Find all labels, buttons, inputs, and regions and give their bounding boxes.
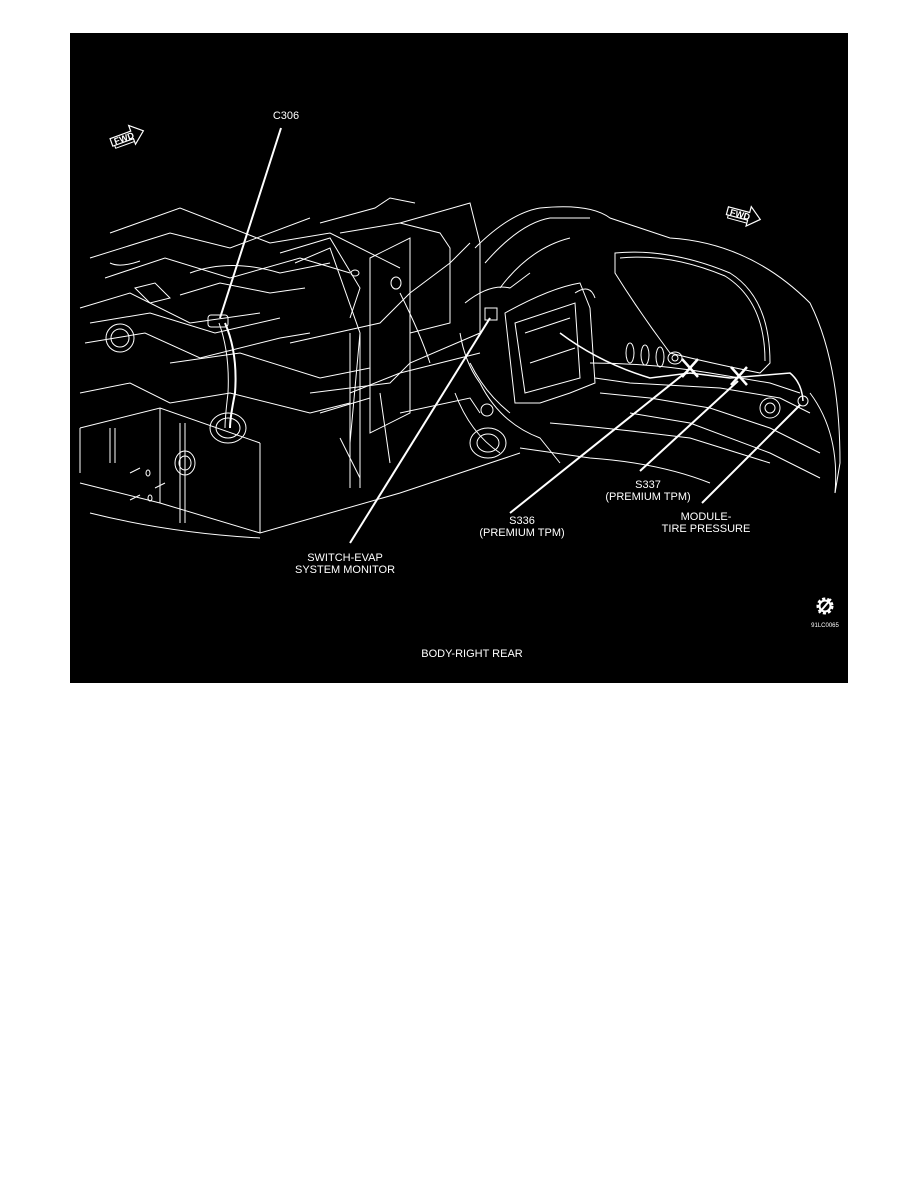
splice-markers xyxy=(681,358,748,386)
fwd-arrow-right: FWD xyxy=(725,205,762,228)
callout-s336: S336 (PREMIUM TPM) xyxy=(479,515,564,539)
left-body-structure xyxy=(79,197,521,539)
callout-s337: S337 (PREMIUM TPM) xyxy=(605,479,690,503)
figure-code: 91LC0065 xyxy=(811,623,839,629)
callout-switch-evap-line1: SWITCH-EVAP xyxy=(307,552,383,564)
diagram-panel: FWD FWD C306 SWITCH-EVAP SYSTEM MONITOR … xyxy=(70,33,848,683)
vehicle-body-drawing: FWD FWD xyxy=(79,124,841,615)
callout-module-line2: TIRE PRESSURE xyxy=(661,523,751,535)
callout-switch-evap: SWITCH-EVAP SYSTEM MONITOR xyxy=(295,552,395,576)
fwd-arrow-left: FWD xyxy=(109,124,145,149)
callout-s337-line2: (PREMIUM TPM) xyxy=(605,491,691,503)
callout-s337-line1: S337 xyxy=(635,479,661,491)
callout-s336-line2: (PREMIUM TPM) xyxy=(479,527,565,539)
leader-lines xyxy=(219,127,801,544)
callout-c306-text: C306 xyxy=(272,110,300,122)
callout-module-line1: MODULE- xyxy=(680,511,732,523)
right-wheelhouse-structure xyxy=(454,206,841,494)
gear-slash-icon xyxy=(816,597,834,615)
svg-text:FWD: FWD xyxy=(729,207,752,222)
svg-text:FWD: FWD xyxy=(113,130,136,147)
figure-caption: BODY-RIGHT REAR xyxy=(421,648,523,660)
callout-switch-evap-line2: SYSTEM MONITOR xyxy=(294,564,396,576)
callout-s336-line1: S336 xyxy=(509,515,535,527)
callout-module-tire-pressure: MODULE- TIRE PRESSURE xyxy=(662,511,751,535)
callout-c306: C306 xyxy=(273,110,299,122)
